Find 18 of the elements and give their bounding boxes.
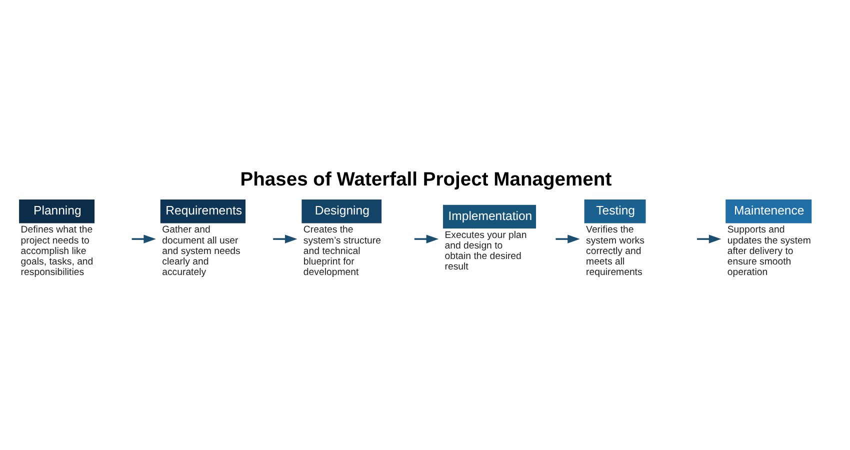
node-label: Gather and document all user and system needs clearly and accurately — [162, 224, 240, 278]
diagram-title: Phases of Waterfall Project Management — [240, 170, 612, 191]
node-box: Testing — [584, 200, 646, 224]
node-box: Requirements — [160, 200, 246, 224]
node-box: Maintenence — [726, 200, 812, 224]
node-label: Supports and updates the system after delivery to ensure smooth operation — [727, 224, 811, 278]
node-box: Planning — [19, 200, 95, 224]
node-label: Defines what the project needs to accomplish like goals, tasks, and responsibilities — [20, 224, 94, 278]
arrow — [414, 234, 439, 244]
node-box: Designing — [302, 200, 382, 224]
arrow — [132, 234, 156, 244]
arrow — [697, 234, 722, 244]
arrow — [273, 234, 298, 244]
node-label: Executes your plan and design to obtain the desired result — [444, 230, 527, 273]
node-label: Creates the system’s structure and technical blueprint for development — [303, 224, 381, 278]
node-label: Verifies the system works correctly and meets all requirements — [586, 224, 644, 278]
node-box: Implementation — [443, 204, 536, 228]
arrow — [556, 234, 580, 244]
